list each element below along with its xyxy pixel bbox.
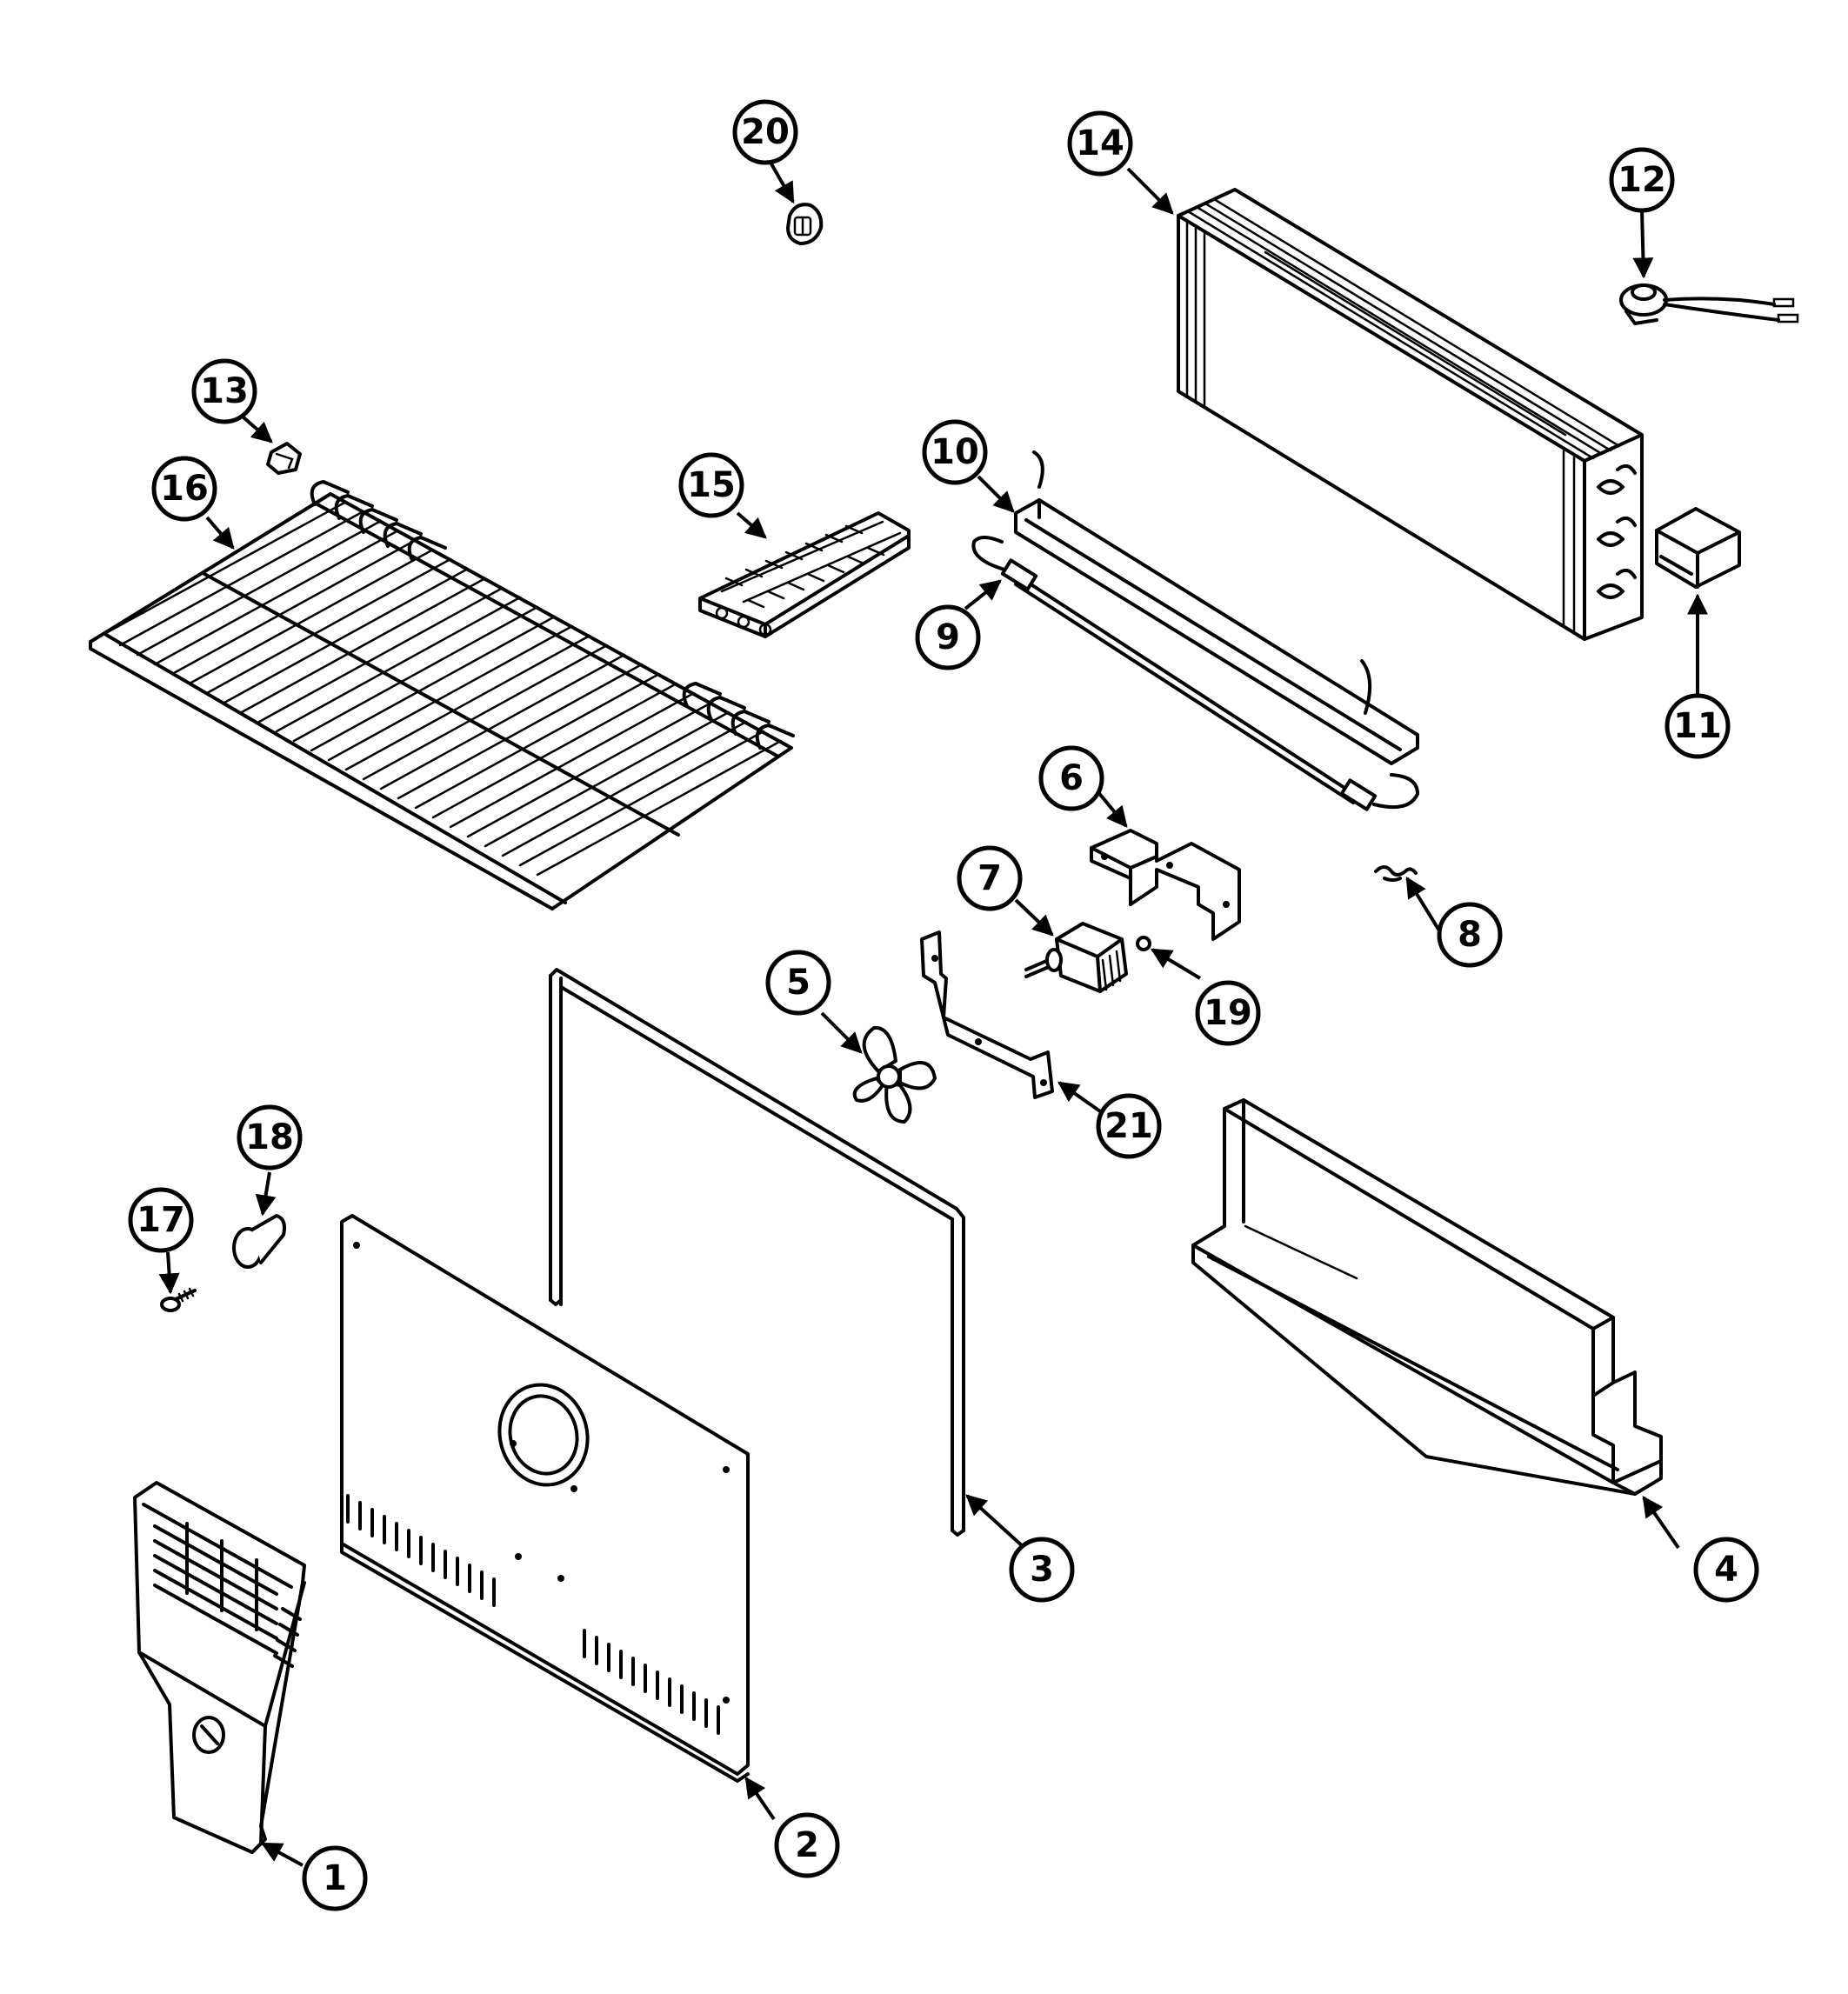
callout-17: 17 bbox=[128, 1187, 194, 1253]
callout-2: 2 bbox=[774, 1812, 840, 1878]
svg-text:11: 11 bbox=[1673, 706, 1722, 746]
part-15-ice-tray bbox=[698, 511, 911, 638]
part-10-trough bbox=[1014, 450, 1419, 765]
part-13-clip bbox=[266, 442, 302, 475]
part-2-panel bbox=[340, 1214, 750, 1783]
svg-text:19: 19 bbox=[1204, 993, 1252, 1033]
callout-13: 13 bbox=[191, 358, 257, 424]
svg-text:12: 12 bbox=[1618, 160, 1666, 200]
part-7-fan-motor bbox=[1024, 922, 1128, 993]
callout-11: 11 bbox=[1665, 693, 1731, 759]
svg-text:16: 16 bbox=[160, 469, 209, 509]
part-14-evaporator bbox=[1177, 188, 1644, 641]
leader-lines bbox=[158, 160, 1708, 1867]
svg-text:4: 4 bbox=[1714, 1550, 1738, 1590]
part-4-drain-pan bbox=[1191, 1098, 1663, 1496]
svg-text:18: 18 bbox=[245, 1117, 294, 1157]
part-3-seal bbox=[549, 968, 965, 1537]
callout-7: 7 bbox=[957, 845, 1023, 911]
svg-text:15: 15 bbox=[687, 465, 736, 505]
callout-18: 18 bbox=[237, 1104, 303, 1170]
svg-text:21: 21 bbox=[1104, 1106, 1153, 1146]
part-8-clip bbox=[1374, 865, 1418, 882]
svg-text:2: 2 bbox=[795, 1825, 819, 1865]
svg-text:8: 8 bbox=[1458, 915, 1482, 955]
svg-text:17: 17 bbox=[137, 1200, 185, 1240]
part-9-heater bbox=[971, 536, 1419, 811]
part-18-push-pin bbox=[232, 1214, 286, 1269]
svg-text:20: 20 bbox=[741, 112, 790, 152]
svg-text:3: 3 bbox=[1030, 1550, 1054, 1590]
callout-20: 20 bbox=[732, 99, 798, 165]
svg-text:13: 13 bbox=[200, 371, 249, 411]
callout-8: 8 bbox=[1437, 902, 1503, 968]
part-1-control-housing bbox=[133, 1481, 306, 1854]
part-21-motor-bracket bbox=[920, 930, 1054, 1099]
callout-1: 1 bbox=[302, 1845, 368, 1911]
callout-14: 14 bbox=[1067, 110, 1133, 177]
part-6-bracket bbox=[1090, 829, 1241, 941]
callout-6: 6 bbox=[1038, 745, 1104, 811]
svg-text:6: 6 bbox=[1059, 758, 1084, 798]
part-16-wire-shelf bbox=[89, 480, 795, 910]
svg-text:9: 9 bbox=[936, 617, 960, 657]
callout-3: 3 bbox=[1009, 1537, 1075, 1603]
svg-text:5: 5 bbox=[786, 963, 811, 1003]
svg-text:7: 7 bbox=[977, 858, 1002, 898]
callout-21: 21 bbox=[1096, 1093, 1162, 1159]
part-19-washer bbox=[1136, 936, 1151, 951]
part-11-terminal-block bbox=[1655, 507, 1741, 589]
part-5-fan-blade bbox=[852, 1025, 937, 1124]
svg-text:10: 10 bbox=[931, 432, 979, 472]
callout-5: 5 bbox=[765, 950, 831, 1016]
callout-16: 16 bbox=[151, 456, 217, 522]
part-20-cap bbox=[786, 203, 824, 245]
svg-text:1: 1 bbox=[323, 1858, 347, 1898]
part-17-screw bbox=[160, 1287, 197, 1312]
callout-12: 12 bbox=[1609, 147, 1675, 213]
part-12-thermostat bbox=[1619, 283, 1799, 325]
svg-text:14: 14 bbox=[1076, 123, 1124, 163]
callout-19: 19 bbox=[1195, 980, 1261, 1046]
callout-4: 4 bbox=[1693, 1537, 1759, 1603]
callout-10: 10 bbox=[922, 419, 988, 485]
callout-15: 15 bbox=[678, 452, 744, 518]
callout-9: 9 bbox=[915, 604, 981, 670]
